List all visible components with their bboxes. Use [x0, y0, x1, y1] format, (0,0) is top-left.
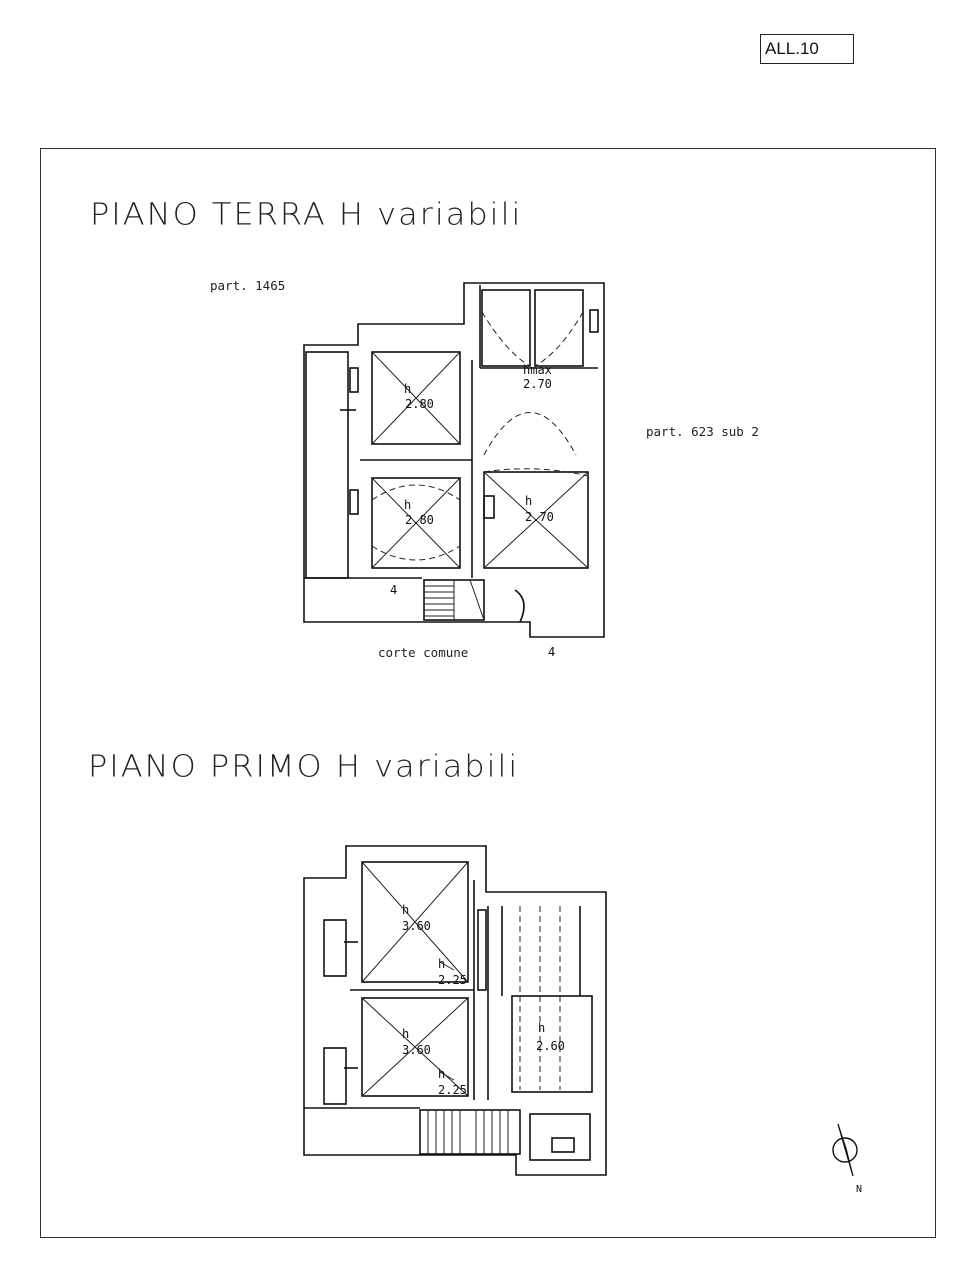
first-room-1-h: h: [402, 903, 409, 917]
first-room-2-value: 3.60: [402, 1043, 431, 1057]
annex-label: ALL.10: [760, 34, 854, 64]
ground-room-4-h: h: [525, 494, 532, 508]
ground-room-4: [483, 471, 589, 569]
first-room-1b-value: 2.25: [438, 973, 467, 987]
first-hall-beams: [501, 906, 593, 1093]
north-label: N: [856, 1184, 862, 1195]
first-room-2b-value: 2.25: [438, 1083, 467, 1097]
ground-floor-outer-wall: [303, 282, 605, 638]
first-floor-plan: h 3.60 h 2.25 h 3.60 h 2.25 h 2.60: [303, 845, 607, 1176]
first-floor-title: PIANO PRIMO H variabili: [88, 748, 520, 785]
courtyard-label: corte comune: [378, 645, 469, 660]
ground-room-1: [371, 351, 461, 445]
north-arrow-icon: N: [832, 1123, 862, 1195]
ground-room-3-h: h: [404, 498, 411, 512]
first-room-2: [361, 997, 469, 1097]
first-room-3-h: h: [538, 1021, 545, 1035]
ground-floor-side-strip: [305, 351, 349, 579]
ground-floor-plan: 4 4 h 2.80 hmax 2.70 h 2.80 h 2.70: [303, 282, 605, 659]
parcel-left-label: part. 1465: [210, 278, 286, 293]
ground-stairs: [423, 579, 485, 621]
ground-room-4-value: 2.70: [525, 510, 554, 524]
ground-room-1-value: 2.80: [405, 397, 434, 411]
parcel-right-label: part. 623 sub 2: [646, 424, 759, 439]
ground-wc-left: [481, 289, 531, 367]
ground-room-1-h: h: [404, 382, 411, 396]
ground-room-2-h: hmax: [523, 363, 552, 377]
first-room-1-value: 3.60: [402, 919, 431, 933]
first-room-1b-h: h: [438, 957, 445, 971]
first-room-2b-h: h: [438, 1067, 445, 1081]
section-mark-1: 4: [390, 583, 397, 597]
first-room-1: [361, 861, 469, 983]
drawing-frame: [40, 148, 936, 1238]
section-mark-2: 4: [548, 645, 555, 659]
ground-room-3: [371, 477, 461, 569]
ground-room-3-value: 2.80: [405, 513, 434, 527]
ground-room-2-value: 2.70: [523, 377, 552, 391]
ground-floor-title: PIANO TERRA H variabili: [90, 196, 523, 233]
first-room-2-h: h: [402, 1027, 409, 1041]
first-floor-outer-wall: [303, 845, 607, 1176]
first-stairs: [419, 1109, 521, 1155]
ground-wc-right: [534, 289, 584, 367]
first-room-3-value: 2.60: [536, 1039, 565, 1053]
